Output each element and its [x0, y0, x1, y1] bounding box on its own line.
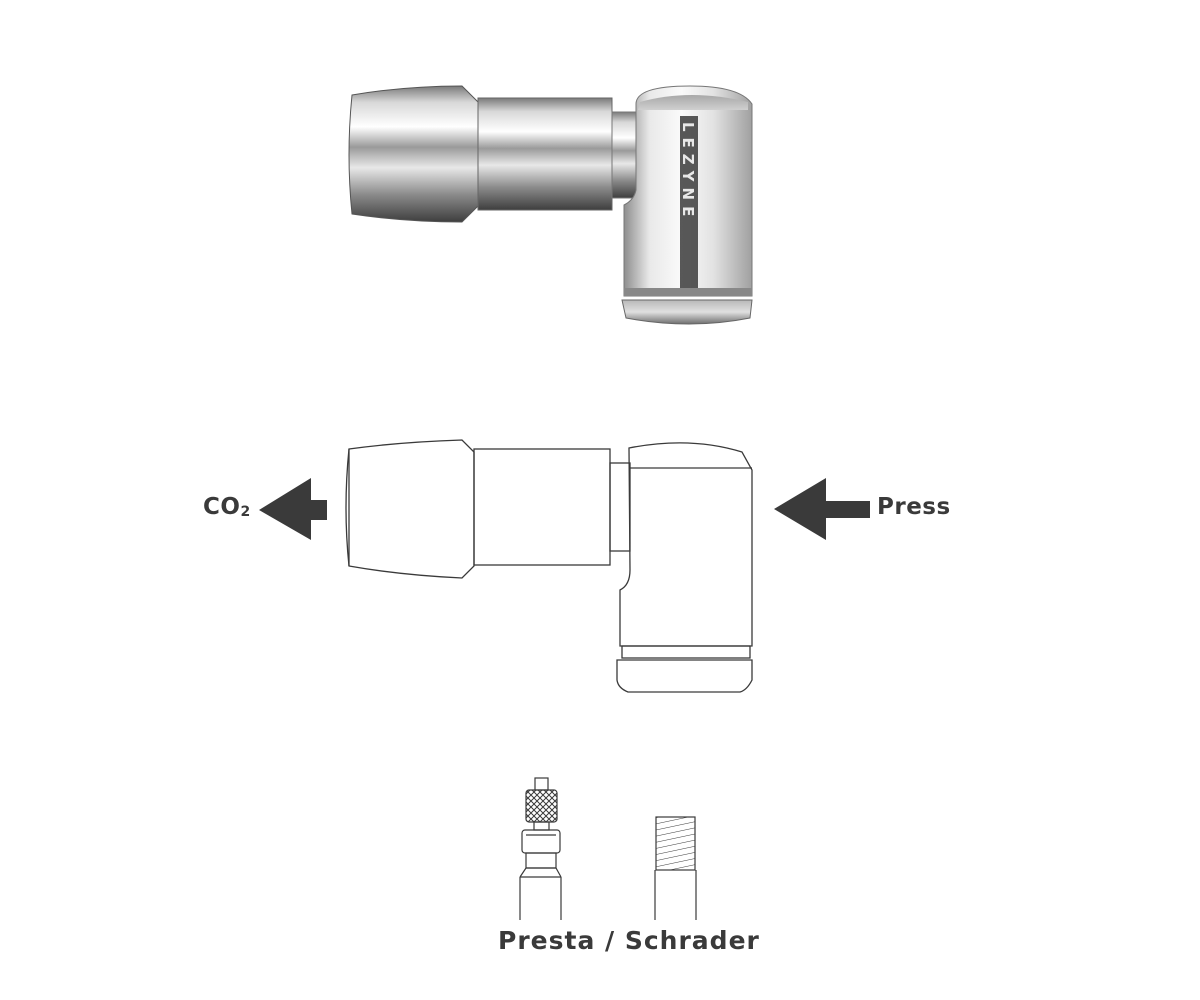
co2-arrow-icon [259, 478, 327, 540]
nozzle-body [348, 85, 479, 223]
press-label: Press [877, 494, 951, 520]
valve-compatibility-label: Presta / Schrader [498, 926, 760, 955]
co2-label: CO2 [203, 494, 251, 520]
press-arrow-icon [774, 478, 870, 540]
presta-valve-icon [519, 777, 562, 920]
schrader-valve-icon [654, 816, 697, 920]
diagram-nozzle [345, 439, 475, 579]
brand-mark: LEZYNE [679, 116, 698, 288]
svg-text:LEZYNE: LEZYNE [679, 122, 697, 222]
diagram-head [619, 442, 753, 647]
middle-tube [477, 97, 613, 211]
